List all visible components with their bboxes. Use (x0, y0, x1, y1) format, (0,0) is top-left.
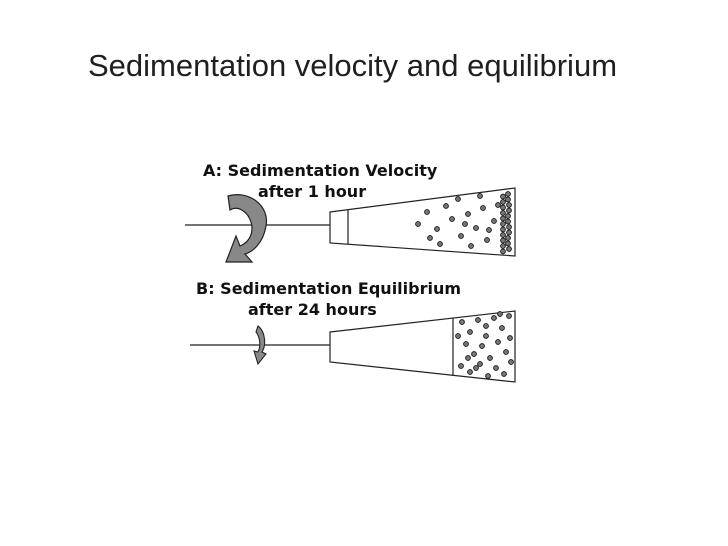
panel-b-particle (499, 325, 505, 331)
panel-a-particle (484, 237, 490, 243)
panel-a-pellet-particle (500, 204, 506, 211)
panel-a-particle (437, 241, 443, 247)
panel-b-particle (459, 319, 465, 325)
panel-b-tube (329, 310, 516, 383)
panel-b-particle (501, 371, 507, 377)
panel-a-particle (491, 218, 497, 224)
panel-a-particle (486, 227, 492, 233)
panel-b-particle (487, 355, 493, 361)
panel-a-pellet-particle (500, 237, 506, 244)
panel-a-particle (477, 193, 483, 199)
panel-a-pellet-particle (500, 243, 506, 249)
panel-b-particle (506, 313, 512, 319)
panel-b-particle (483, 333, 489, 339)
panel-a-particle (480, 205, 486, 211)
panel-b-particle (467, 329, 473, 335)
panel-b-particle (503, 349, 509, 355)
panel-a-pellet-particle (500, 193, 506, 200)
panel-a-pellet-particle (505, 240, 511, 247)
panel-b-particle (497, 311, 503, 317)
panel-b-particle (507, 335, 513, 341)
panel-b-particle (483, 323, 489, 329)
panel-b-particle (473, 365, 479, 371)
panel-a-heading: A: Sedimentation Velocity (203, 161, 438, 180)
panel-a-pellet-particle (506, 246, 512, 252)
panel-b-subheading: after 24 hours (248, 300, 377, 319)
panel-b-particle (477, 361, 483, 367)
panel-b-figure (190, 310, 516, 383)
panel-a-particle (434, 226, 440, 232)
panel-a-pellet-particle (500, 226, 506, 233)
panel-b-particle (455, 333, 461, 339)
panel-a-pellet-particle (500, 210, 506, 216)
panel-a-particle (473, 225, 479, 231)
panel-b-particle (491, 315, 497, 321)
panel-b-particle (508, 359, 514, 365)
panel-a-pellet-particle (506, 202, 512, 208)
panel-a-pellet-particle (505, 235, 511, 241)
panel-a-pellet-particle (506, 224, 512, 230)
panel-b-particle (471, 351, 477, 357)
panel-b-rotation-arrow-icon (253, 325, 267, 366)
panel-a-pellet-particle (500, 221, 506, 227)
panel-b-particle (485, 373, 491, 379)
panel-b-heading: B: Sedimentation Equilibrium (196, 279, 462, 298)
panel-b-particles (455, 311, 514, 379)
panel-a-pellet-particle (505, 218, 511, 225)
panel-b-particle (495, 339, 501, 345)
panel-a-particle (465, 211, 471, 217)
panel-a-tube (329, 187, 516, 257)
slide-title: Sedimentation velocity and equilibrium (88, 48, 618, 83)
panel-a-subheading: after 1 hour (258, 182, 367, 201)
panel-b-particle (467, 369, 473, 375)
panel-a-pellet-particle (505, 191, 511, 197)
panel-a-particle (455, 196, 461, 202)
panel-b-particle (465, 355, 471, 361)
panel-b-particle (463, 341, 469, 347)
panel-a-pellet-particle (500, 215, 506, 222)
panel-a-particle (462, 221, 468, 227)
panel-b-particle (493, 365, 499, 371)
panel-a-particles (415, 191, 512, 255)
panel-b-particle (475, 317, 481, 323)
panel-a-figure (185, 187, 516, 263)
panel-a-rotation-arrow-icon (225, 194, 268, 263)
panel-a-particle (424, 209, 430, 215)
panel-b-particle (458, 363, 464, 369)
panel-a-particle (468, 243, 474, 249)
panel-a-particle (427, 235, 433, 241)
panel-a-pellet-particle (500, 199, 506, 205)
panel-a-particle (415, 221, 421, 227)
panel-a-pellet-particle (500, 232, 506, 238)
panel-a-particle (443, 203, 449, 209)
panel-a-particle (449, 216, 455, 222)
panel-a-pellet-particle (505, 196, 511, 203)
panel-a-particle (495, 202, 501, 208)
panel-a-pellet-particle (506, 229, 512, 236)
panel-a-pellet-particle (505, 213, 511, 219)
panel-a-particle (458, 233, 464, 239)
panel-b-particle (479, 343, 485, 349)
panel-a-pellet-particle (500, 248, 506, 255)
panel-a-pellet-particle (506, 207, 512, 214)
